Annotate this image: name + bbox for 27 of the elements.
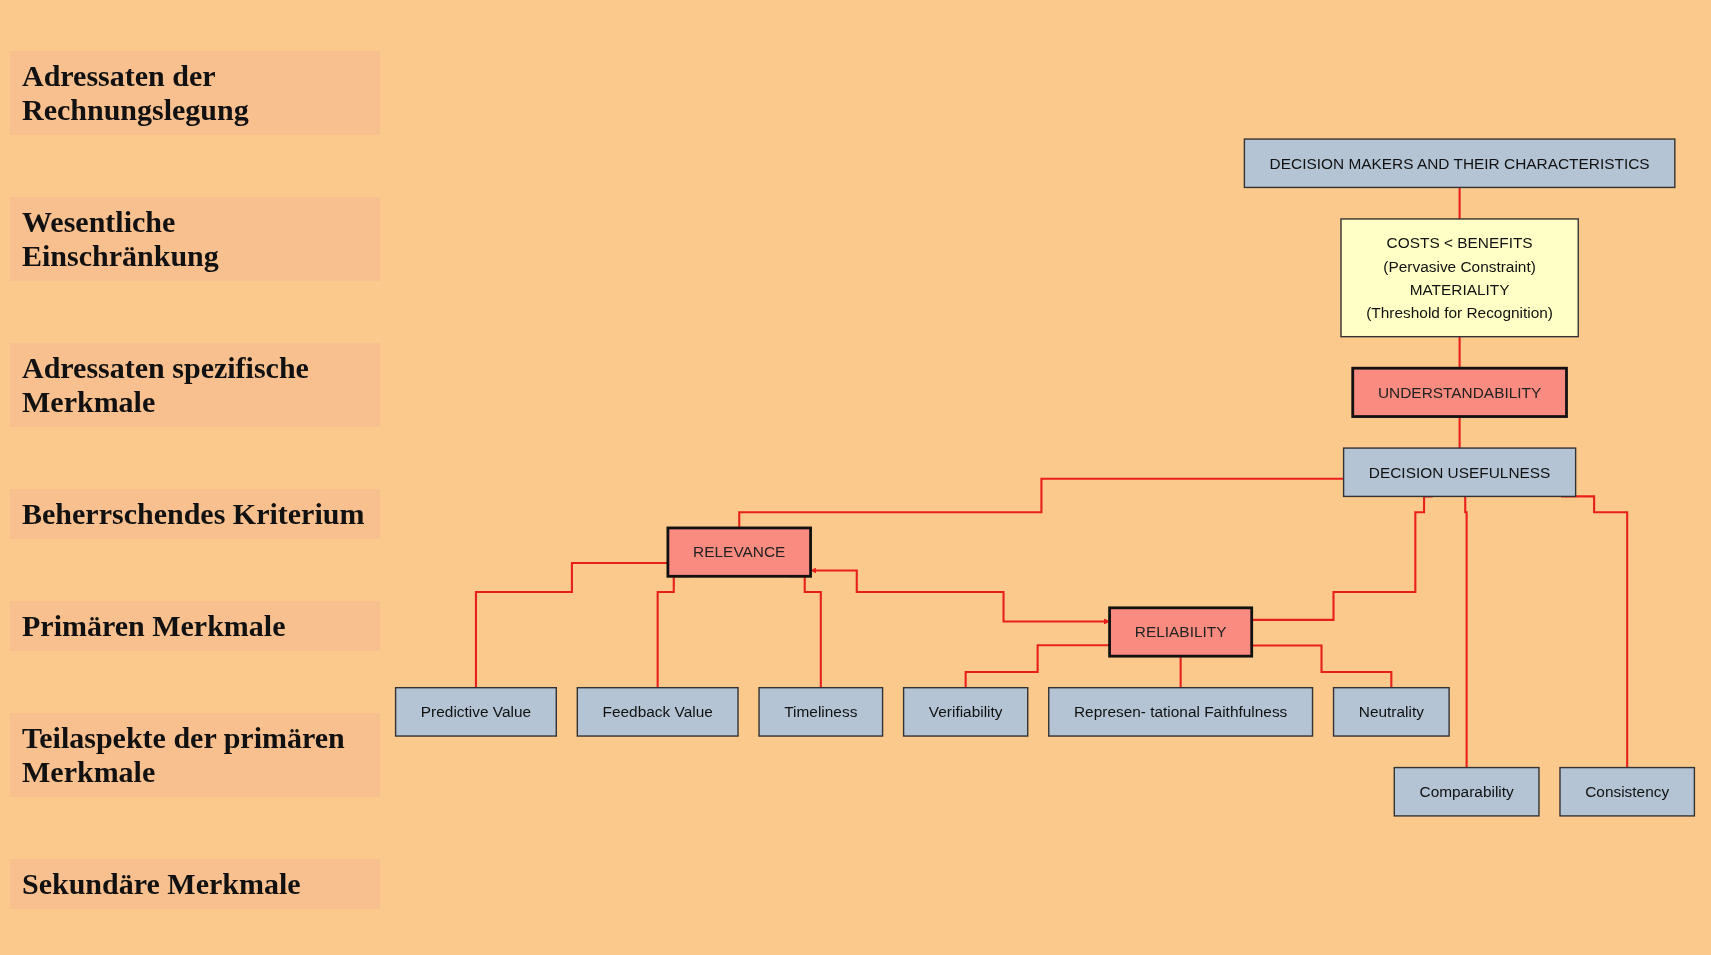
row-label: Wesentliche Einschränkung xyxy=(10,197,380,281)
connector xyxy=(1458,186,1461,220)
node-box: UNDERSTANDABILITY xyxy=(1351,366,1568,418)
node-box: Neutrality xyxy=(1332,687,1450,737)
connector xyxy=(1463,495,1468,769)
node-box: Predictive Value xyxy=(394,687,557,737)
node-box: DECISION USEFULNESS xyxy=(1342,447,1577,498)
node-box: RELIABILITY xyxy=(1108,606,1254,658)
row-label: Teilaspekte der primären Merkmale xyxy=(10,713,380,797)
node-box: Verifiability xyxy=(902,687,1029,737)
connector xyxy=(474,561,668,689)
row-label: Adressaten der Rechnungslegung xyxy=(10,51,380,135)
node-box: RELEVANCE xyxy=(666,526,812,578)
arrow xyxy=(810,567,1110,625)
node-box: COSTS < BENEFITS (Pervasive Constraint) MATERIALITY (Threshold for Recognition) xyxy=(1340,218,1579,338)
node-box: DECISION MAKERS AND THEIR CHARACTERISTICS xyxy=(1243,138,1676,189)
connector xyxy=(1251,644,1393,689)
connector xyxy=(964,644,1110,689)
node-box: Timeliness xyxy=(758,687,884,737)
node-box: Represen- tational Faithfulness xyxy=(1048,687,1314,737)
row-label: Sekundäre Merkmale xyxy=(10,859,380,909)
node-box: Feedback Value xyxy=(576,687,739,737)
row-label: Beherrschendes Kriterium xyxy=(10,489,380,539)
row-label: Adressaten spezifische Merkmale xyxy=(10,343,380,427)
row-label: Primären Merkmale xyxy=(10,601,380,651)
node-box: Comparability xyxy=(1393,766,1540,817)
node-box: Consistency xyxy=(1559,766,1696,817)
